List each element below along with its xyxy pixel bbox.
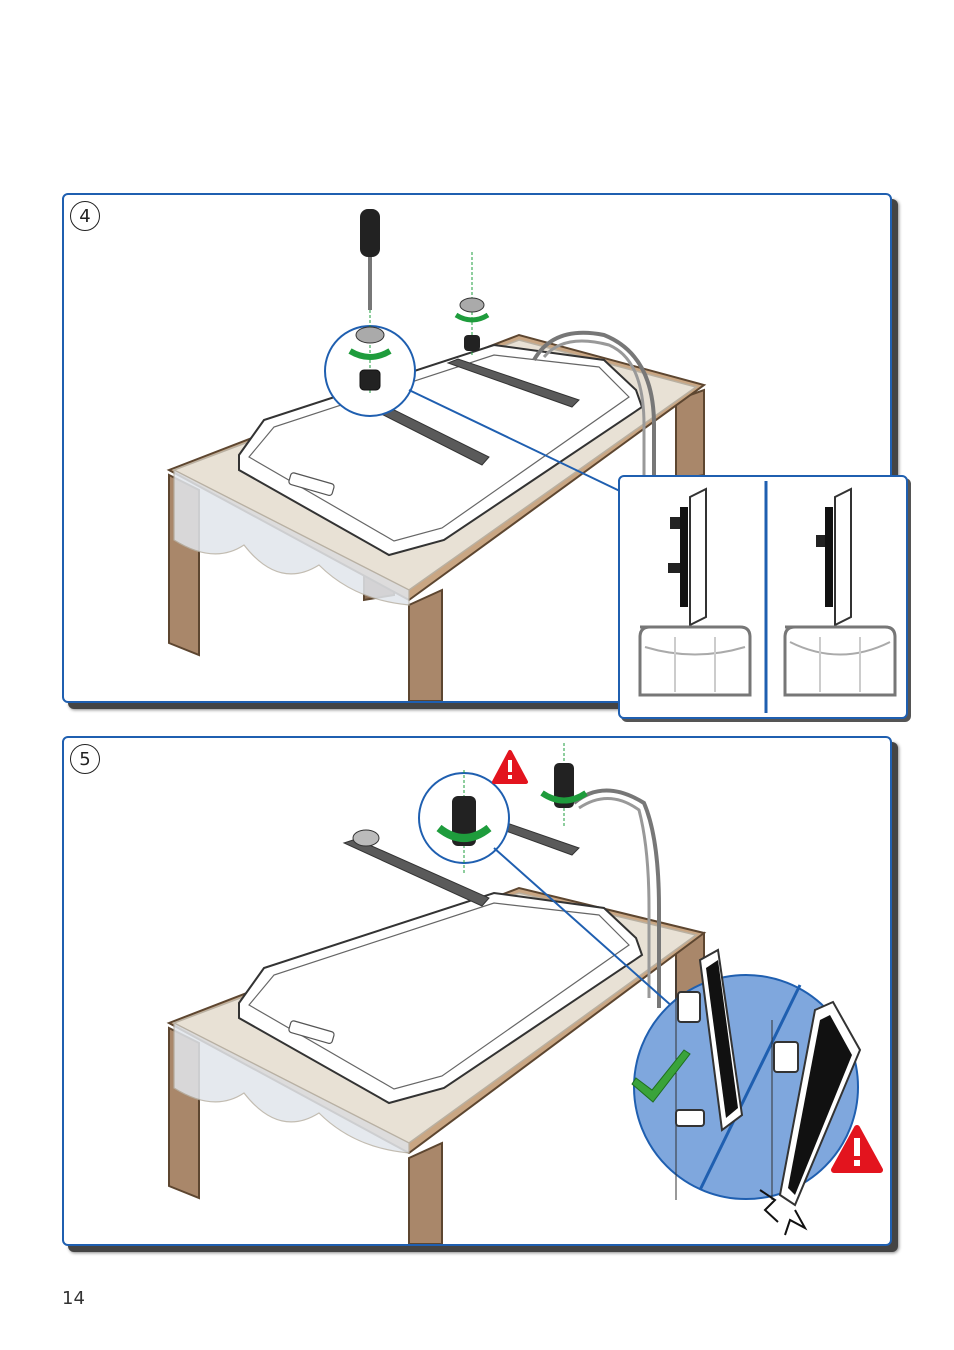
page-number: 14: [62, 1288, 85, 1309]
step-number: 5: [70, 744, 100, 774]
side-view-illustration: [620, 477, 906, 717]
step-5-illustration: [64, 738, 890, 1244]
incorrect-side-view-icon: [785, 489, 895, 695]
warning-icon: [494, 752, 526, 782]
mounting-detail-inset: [618, 475, 908, 719]
step-5-panel: 5: [62, 736, 892, 1246]
screwdriver-icon: [360, 209, 380, 310]
screw-icon: [353, 830, 379, 846]
screw-icon: [356, 327, 384, 343]
spacer-icon: [360, 370, 380, 390]
step-number: 4: [70, 201, 100, 231]
correct-side-view-icon: [640, 489, 750, 695]
